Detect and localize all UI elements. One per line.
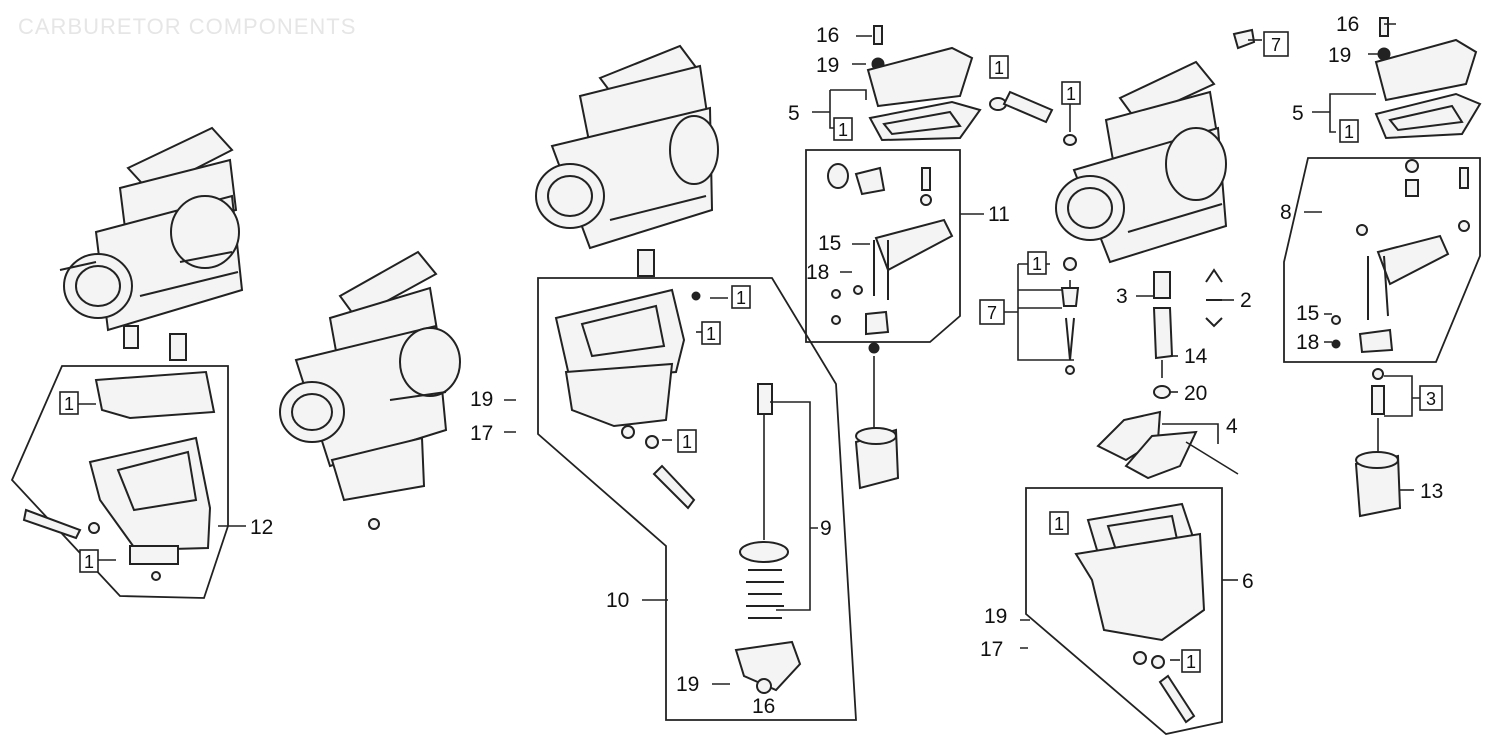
callout-18-right: 18 [1296, 331, 1319, 354]
callout-20: 20 [1184, 382, 1207, 405]
callout-14: 14 [1184, 345, 1208, 368]
leader-lines [74, 23, 1420, 685]
callout-17-left: 17 [470, 422, 493, 445]
top-cover-group-5-b [1374, 17, 1482, 140]
callout-5-center: 5 [788, 102, 800, 125]
box-callout-1: 1 [1027, 251, 1047, 275]
callout-4: 4 [1226, 415, 1238, 438]
lever-group-11 [805, 149, 961, 354]
box-callout-1: 1 [1181, 649, 1201, 673]
top-cover-group-5-a [866, 25, 982, 142]
box-callout-1: 1 [833, 117, 853, 141]
svg-text:1: 1 [64, 394, 74, 414]
float-bowl-group-12 [10, 365, 229, 599]
box-callout-7: 7 [1263, 31, 1289, 57]
callout-numbers: 12 19 17 10 9 19 16 16 19 5 11 15 18 3 2… [250, 13, 1443, 718]
boxed-callouts: 1 1 1 1 1 1 1 1 1 1 1 1 7 7 3 [59, 31, 1443, 673]
callout-5-right: 5 [1292, 102, 1304, 125]
callout-9: 9 [820, 517, 832, 540]
svg-text:1: 1 [706, 324, 716, 344]
callout-19-right: 19 [1328, 44, 1351, 67]
callout-15-center: 15 [818, 232, 841, 255]
box-callout-1: 1 [701, 321, 721, 345]
callout-10: 10 [606, 589, 629, 612]
box-callout-1: 1 [79, 549, 99, 573]
lever-group-8 [1283, 157, 1481, 363]
svg-text:7: 7 [1271, 35, 1281, 55]
box-callout-7: 7 [979, 299, 1005, 325]
pump-group-9 [734, 383, 802, 694]
callout-16-right: 16 [1336, 13, 1359, 36]
callout-19-lower-right: 19 [984, 605, 1007, 628]
box-callout-1: 1 [731, 285, 751, 309]
callout-17-lower-right: 17 [980, 638, 1003, 661]
svg-text:1: 1 [1186, 652, 1196, 672]
float-right-13 [1354, 368, 1402, 518]
svg-text:1: 1 [1344, 122, 1354, 142]
callout-12: 12 [250, 516, 273, 539]
carburetor-assembly-center [535, 44, 719, 277]
box-callout-1: 1 [59, 391, 79, 415]
svg-text:1: 1 [994, 58, 1004, 78]
float-pair-4 [1096, 410, 1239, 480]
float-bowl-group-6 [1025, 487, 1223, 735]
inlet-pipe-parts [989, 90, 1077, 146]
box-callout-1: 1 [1339, 119, 1359, 143]
carburetor-assembly-second [279, 250, 461, 530]
callout-16-bottom: 16 [752, 695, 775, 718]
callout-19-top: 19 [816, 54, 839, 77]
callout-8: 8 [1280, 201, 1292, 224]
callout-16-top: 16 [816, 24, 839, 47]
callout-3: 3 [1116, 285, 1128, 308]
callout-13: 13 [1420, 480, 1443, 503]
box-callout-1: 1 [989, 55, 1009, 79]
svg-text:1: 1 [1066, 84, 1076, 104]
callout-11: 11 [988, 203, 1010, 226]
svg-text:3: 3 [1426, 389, 1436, 409]
carburetor-assembly-right [1055, 28, 1256, 264]
callout-6: 6 [1242, 570, 1254, 593]
jet-group-3-14-20 [1152, 268, 1223, 399]
svg-text:1: 1 [838, 120, 848, 140]
box-callout-1: 1 [1049, 511, 1069, 535]
box-callout-3: 3 [1419, 385, 1443, 411]
svg-text:7: 7 [987, 303, 997, 323]
svg-text:1: 1 [1054, 514, 1064, 534]
callout-19-left: 19 [470, 388, 493, 411]
carburetor-assembly-left [59, 126, 244, 361]
callout-15-right: 15 [1296, 302, 1319, 325]
box-callout-1: 1 [1061, 81, 1081, 105]
box-callout-1: 1 [677, 429, 697, 453]
callout-19-bottom: 19 [676, 673, 699, 696]
float-bowl-group-10 [537, 277, 857, 721]
callout-18-center: 18 [806, 261, 829, 284]
svg-text:1: 1 [736, 288, 746, 308]
svg-text:1: 1 [1032, 254, 1042, 274]
svg-text:1: 1 [84, 552, 94, 572]
svg-text:1: 1 [682, 432, 692, 452]
diagram-title: CARBURETOR COMPONENTS [18, 14, 357, 39]
needle-valve-group-7 [1060, 257, 1080, 375]
callout-2: 2 [1240, 289, 1252, 312]
float-center [854, 356, 900, 490]
